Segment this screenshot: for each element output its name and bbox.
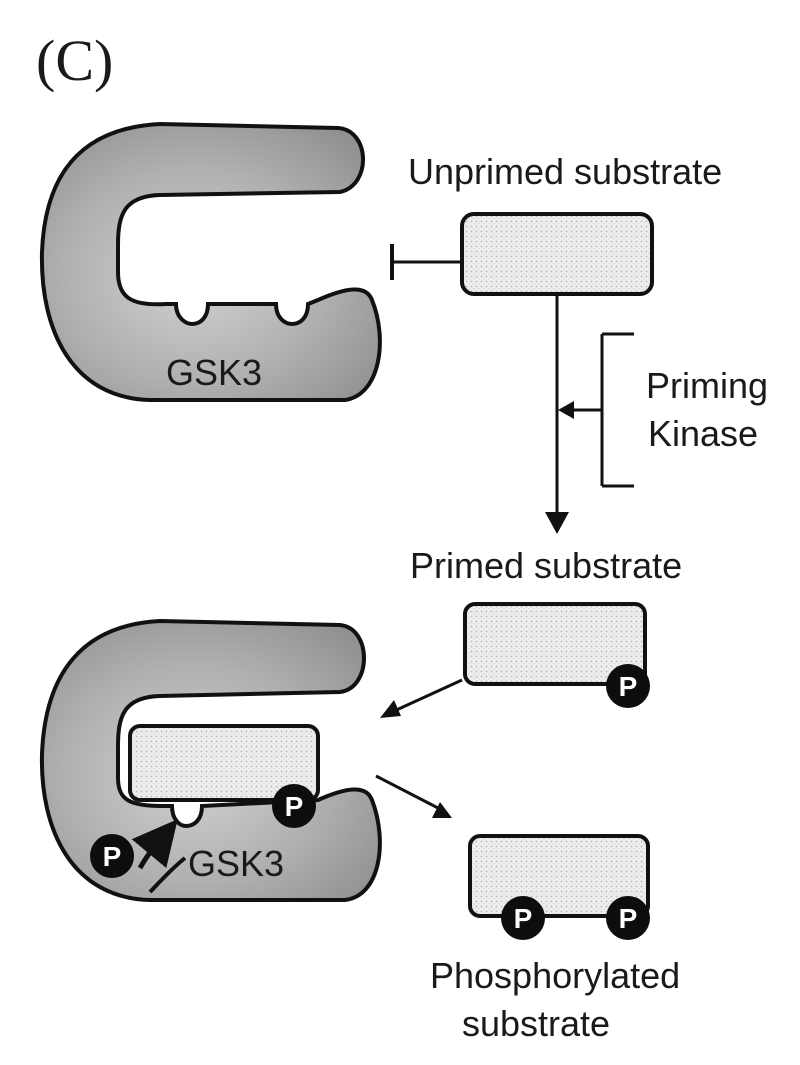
phosphorylated-substrate-label-line2: substrate: [462, 1003, 610, 1044]
priming-kinase-bracket: [558, 332, 634, 488]
donor-phosphate: [90, 834, 134, 878]
bound-substrate-box: [128, 724, 320, 802]
phosphate-label-right: P: [619, 903, 638, 934]
phosphate-marker-right: [606, 896, 650, 940]
primed-substrate: P: [463, 602, 650, 708]
panel-label: (C): [36, 28, 113, 93]
gsk3-bottom-shape: [39, 618, 382, 902]
phosphate-label-left: P: [514, 903, 533, 934]
unprimed-substrate-box: [460, 212, 654, 296]
release-arrow: [375, 774, 452, 818]
gsk3-top-shape: [39, 121, 382, 402]
bound-substrate-phosphate-label: P: [285, 791, 304, 822]
transfer-arrow: [131, 819, 178, 870]
inhibition-arrow: [390, 244, 462, 280]
gsk3-top-label: GSK3: [166, 352, 262, 393]
phosphate-marker: [606, 664, 650, 708]
gsk3-bottom-label: GSK3: [188, 843, 284, 884]
transfer-curve: [148, 856, 187, 894]
bound-substrate-phosphate: [272, 784, 316, 828]
priming-arrow: [545, 294, 569, 534]
priming-kinase-label-line1: Priming: [646, 365, 768, 406]
phosphorylated-substrate: P P: [468, 834, 650, 940]
phosphate-marker-left: [501, 896, 545, 940]
donor-phosphate-label: P: [103, 841, 122, 872]
gsk3-enzyme-bottom: P P GSK3: [39, 618, 382, 902]
phosphorylated-substrate-label-line1: Phosphorylated: [430, 955, 680, 996]
gsk3-enzyme-top: GSK3: [39, 121, 382, 402]
binding-arrow: [380, 678, 463, 718]
primed-substrate-box: [463, 602, 647, 686]
primed-substrate-label: Primed substrate: [410, 545, 682, 586]
priming-kinase-label-line2: Kinase: [648, 413, 758, 454]
phosphorylated-substrate-box: [468, 834, 650, 918]
unprimed-substrate-label: Unprimed substrate: [408, 151, 722, 192]
phosphate-label: P: [619, 671, 638, 702]
